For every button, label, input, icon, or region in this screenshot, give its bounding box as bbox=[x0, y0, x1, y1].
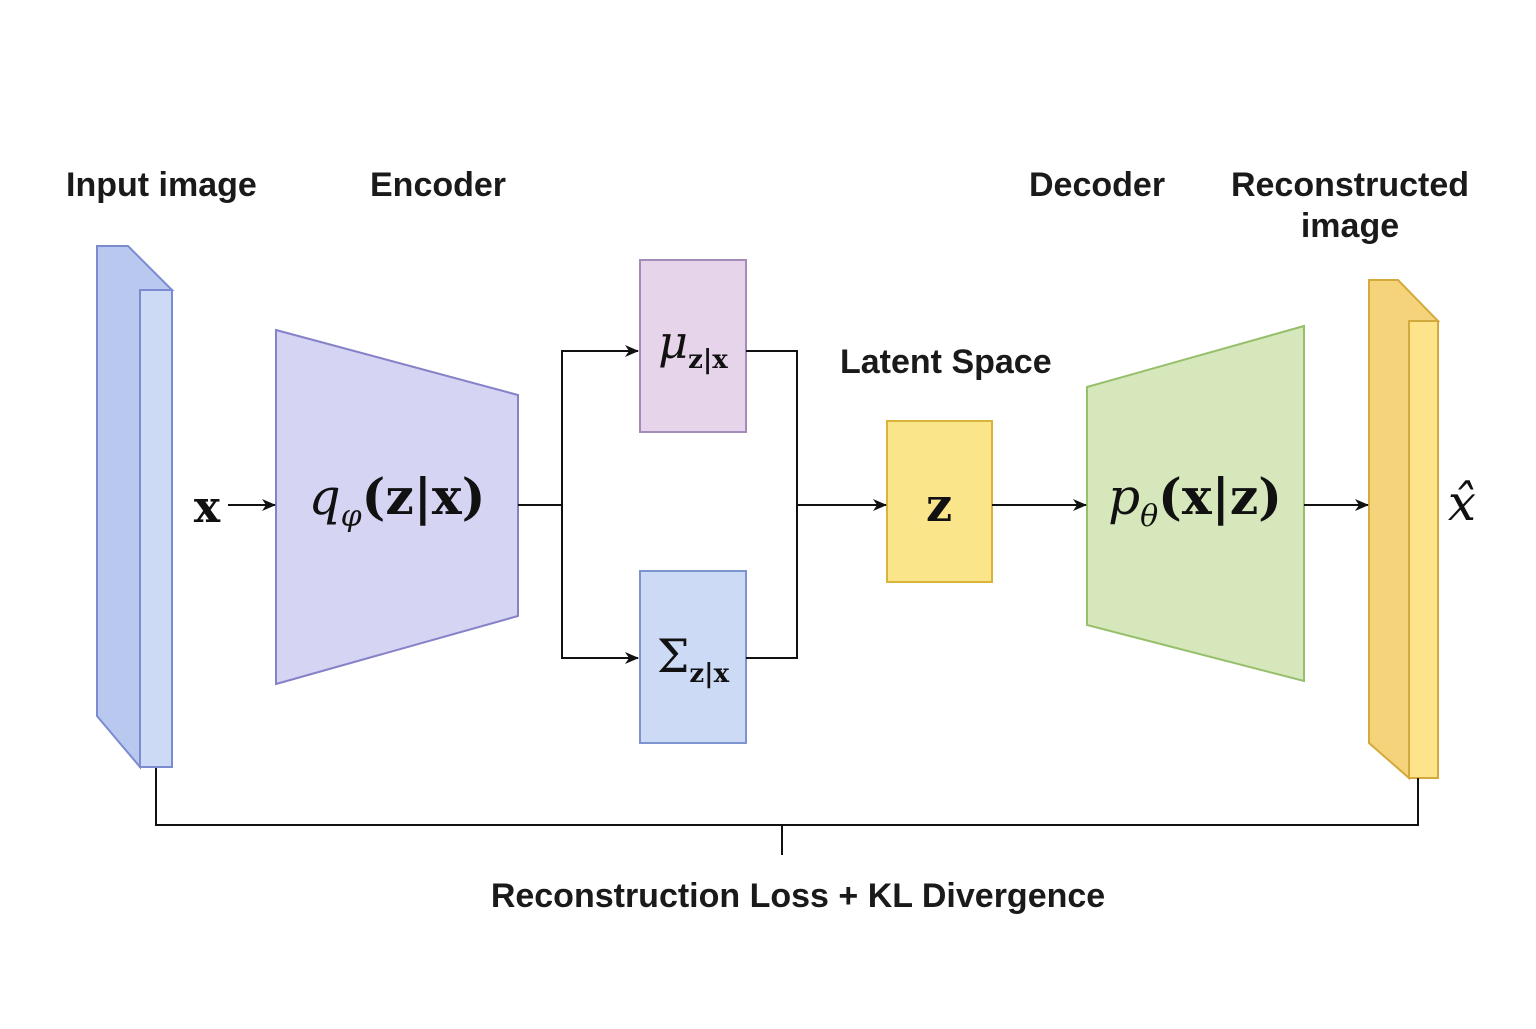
loss-bracket bbox=[155, 768, 1419, 826]
latent-space-label: Latent Space bbox=[840, 343, 1052, 381]
reconstructed-image-block bbox=[1368, 279, 1441, 781]
decoder-formula: pθ(x|z) bbox=[1108, 467, 1282, 534]
reconstructed-image-front bbox=[1408, 320, 1439, 779]
x-symbol: x bbox=[194, 482, 221, 533]
sigma-formula: Σz|x bbox=[657, 629, 730, 689]
decoder-label: Decoder bbox=[1029, 166, 1166, 204]
encoder-block bbox=[275, 328, 519, 686]
mu-box bbox=[639, 259, 747, 433]
z-symbol: z bbox=[926, 478, 952, 532]
mu-merge-line bbox=[746, 350, 798, 505]
input-image-block bbox=[96, 245, 175, 770]
encoder-label: Encoder bbox=[370, 166, 507, 204]
loss-label: Reconstruction Loss + KL Divergence bbox=[490, 877, 1106, 915]
input-image-front bbox=[139, 289, 173, 768]
input-image-label: Input image bbox=[66, 166, 257, 204]
arrow-to-sigma bbox=[561, 505, 639, 664]
arrow-to-mu bbox=[561, 345, 639, 505]
x-hat-symbol: x̂ bbox=[1448, 474, 1476, 532]
decoder-block bbox=[1086, 324, 1305, 683]
reconstructed-image-label: Reconstructed image bbox=[1230, 166, 1470, 245]
z-box bbox=[886, 420, 993, 583]
encoder-formula: qφ(z|x) bbox=[309, 467, 486, 534]
sigma-merge-line bbox=[746, 505, 798, 659]
mu-formula: μz|x bbox=[658, 315, 728, 375]
